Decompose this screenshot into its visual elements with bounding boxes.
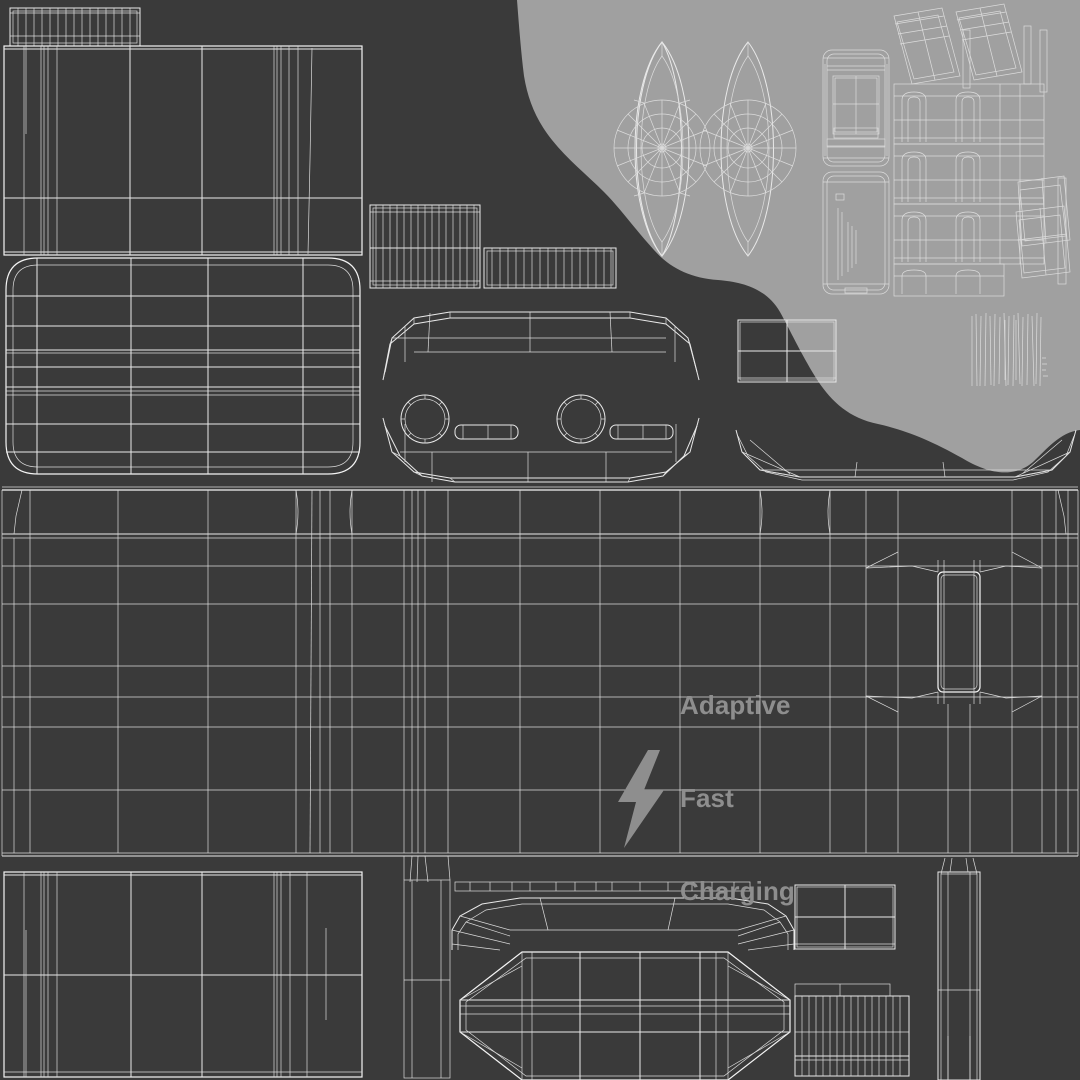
part-wire-bundle (971, 312, 1048, 387)
part-connector-cluster (822, 3, 1071, 297)
part-tall-bar (937, 857, 981, 1080)
part-br-grid-rect (794, 884, 896, 950)
part-lens-right (699, 41, 797, 257)
part-trough (735, 429, 1077, 481)
part-rounded-panel (5, 257, 361, 475)
part-mid-strip-a (369, 204, 481, 289)
part-ring-left (400, 394, 450, 444)
part-body-skirt (403, 855, 451, 1079)
part-bracket (451, 897, 795, 951)
part-mid-strip-b (483, 247, 617, 289)
part-lower-band (382, 417, 700, 483)
part-pill-left (454, 424, 519, 440)
part-pill-right (609, 424, 674, 440)
part-detail-strip (454, 881, 751, 892)
backdrop-light-blob (517, 0, 1080, 473)
part-body-socket (865, 551, 1043, 713)
part-chamfer-plate (459, 951, 791, 1080)
part-small-grid-rect (737, 319, 837, 383)
part-lens-left (613, 41, 711, 257)
part-ring-right (556, 394, 606, 444)
part-upper-band (382, 311, 700, 381)
part-top-left-panel (3, 45, 363, 256)
part-br-ribbed-plate (794, 983, 910, 1077)
part-main-body (1, 486, 1079, 857)
part-bottom-left-panel (3, 871, 363, 1078)
